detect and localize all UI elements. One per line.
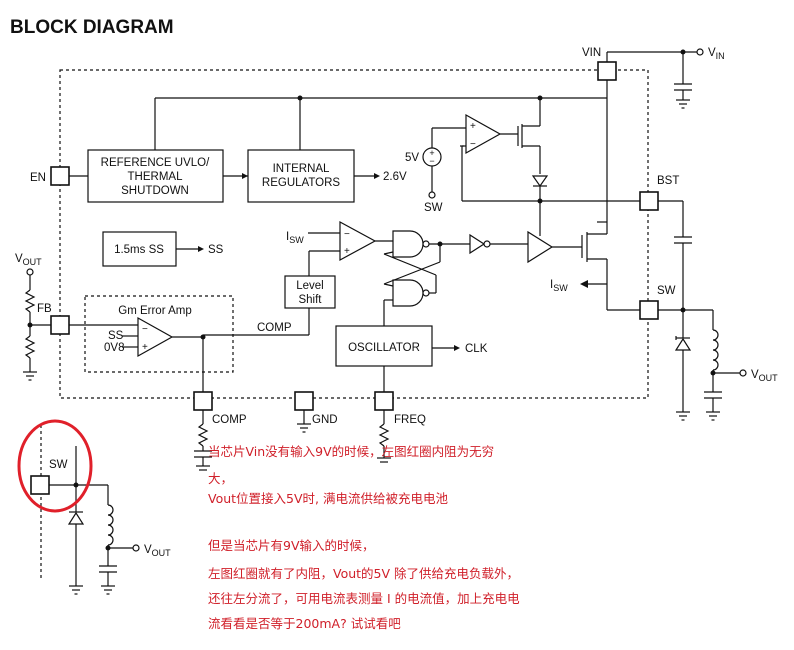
current-sense-comparator <box>339 220 377 262</box>
feedback-section: VOUT FB Gm Error Amp − + SS 0V8 COMP <box>15 253 309 392</box>
vin-terminal <box>696 48 704 56</box>
feedback-resistor-bottom <box>24 335 36 359</box>
svg-text:+: + <box>470 121 476 132</box>
oscillator-block <box>335 325 433 367</box>
ref-0v8-label: 0V8 <box>104 342 124 354</box>
vin-rail-label: VIN <box>708 47 725 61</box>
svg-text:THERMAL: THERMAL <box>128 171 184 183</box>
svg-text:REFERENCE UVLO/: REFERENCE UVLO/ <box>101 157 210 169</box>
annotation-line-7: 流看看是否等于200mA? 试试看吧 <box>208 616 401 631</box>
nand-gate-bottom <box>392 279 424 307</box>
vin-pin-label: VIN <box>582 47 601 59</box>
comp-pin <box>193 391 213 411</box>
annotation-line-1: 当芯片Vin没有输入9V的时候，左图红圈内阻为无穷 <box>208 444 494 459</box>
vout-terminal <box>739 369 747 377</box>
freq-pin-label: FREQ <box>394 414 426 426</box>
annotation-line-6: 还往左分流了，可用电流表测量 I 的电流值，加上充电电 <box>208 591 520 606</box>
svg-text:−: − <box>470 139 476 150</box>
inset-sw-pin <box>30 475 50 495</box>
inset-vout-label: VOUT <box>144 544 171 558</box>
reference-uvlo-block <box>87 149 224 203</box>
sw-pin-label: SW <box>657 285 676 297</box>
gnd-pin <box>294 391 314 411</box>
soft-start-section: 1.5ms SS SS <box>102 231 224 267</box>
internal-regulators-block <box>247 149 355 203</box>
enable-section: EN REFERENCE UVLO/ THERMAL SHUTDOWN INTE… <box>30 149 407 203</box>
bottom-pins: COMP GND FREQ <box>193 391 426 471</box>
vin-pin <box>597 61 617 81</box>
error-amplifier <box>137 316 174 358</box>
comp-net-label: COMP <box>257 322 292 334</box>
annotation-line-5: 左图红圈就有了内阻，Vout的5V 除了供给充电负载外， <box>208 566 519 581</box>
soft-start-block <box>102 231 177 267</box>
nand-gate-top <box>392 230 424 258</box>
vout-fb-label: VOUT <box>15 253 42 267</box>
en-pin <box>50 166 70 186</box>
svg-text:INTERNAL: INTERNAL <box>273 163 330 175</box>
sw-pin <box>639 300 659 320</box>
svg-text:−: − <box>344 229 350 240</box>
regulator-output-label: 2.6V <box>383 171 407 183</box>
level-shift-block <box>284 275 336 309</box>
inset-sw-label: SW <box>49 459 68 471</box>
bst-section: BST <box>639 175 692 310</box>
bootstrap-diode <box>531 175 549 188</box>
power-switch-section: ISW <box>550 221 640 311</box>
svg-text:+: + <box>429 148 434 158</box>
sr-latch-section <box>383 230 582 326</box>
svg-text:+: + <box>344 246 350 257</box>
gate-driver <box>527 230 554 264</box>
annotation-line-2: 大， <box>208 471 233 486</box>
annotation-text: 当芯片Vin没有输入9V的时候，左图红圈内阻为无穷 大， Vout位置接入5V时… <box>208 444 520 631</box>
svg-text:Gm Error Amp: Gm Error Amp <box>118 305 191 317</box>
vout-label: VOUT <box>751 369 778 383</box>
freq-resistor <box>378 423 390 447</box>
annotation-line-4: 但是当芯片有9V输入的时候， <box>208 538 375 553</box>
inset-detail: SW VOUT <box>17 419 171 595</box>
output-section: SW VOUT <box>639 285 778 421</box>
comp-resistor <box>197 423 209 447</box>
svg-text:Level: Level <box>296 280 324 292</box>
svg-text:1.5ms SS: 1.5ms SS <box>114 244 164 256</box>
fb-pin <box>50 315 70 335</box>
ldo-sw-label: SW <box>424 202 443 214</box>
svg-text:+: + <box>142 342 148 353</box>
en-pin-label: EN <box>30 172 46 184</box>
vin-section: VIN VIN <box>154 47 725 222</box>
gate-driver-section: + − 5V SW + − <box>405 113 640 236</box>
inset-inductor <box>107 504 114 546</box>
error-amp-box <box>84 295 234 373</box>
svg-text:−: − <box>142 324 148 335</box>
isw-input-label: ISW <box>286 231 304 245</box>
svg-text:Shift: Shift <box>298 294 322 306</box>
red-highlight-circle <box>17 419 93 513</box>
bst-pin-label: BST <box>657 175 679 187</box>
buffer-gate <box>469 233 486 255</box>
sw-node-terminal <box>428 191 436 199</box>
bst-pin <box>639 191 659 211</box>
comp-pin-label: COMP <box>212 414 247 426</box>
annotation-line-3: Vout位置接入5V时, 满电流供给被充电电池 <box>208 491 449 506</box>
current-sense-section: ISW − + Level Shift <box>284 220 393 335</box>
svg-text:−: − <box>429 156 434 166</box>
freq-pin <box>374 391 394 411</box>
ldo-opamp <box>465 113 502 155</box>
inset-vout-terminal <box>132 544 140 552</box>
svg-text:SHUTDOWN: SHUTDOWN <box>121 185 189 197</box>
fb-pin-label: FB <box>37 303 52 315</box>
ss-input-label: SS <box>108 330 124 342</box>
oscillator-section: OSCILLATOR CLK <box>335 325 488 392</box>
ldo-voltage-label: 5V <box>405 152 419 164</box>
clock-output-label: CLK <box>465 343 488 355</box>
feedback-resistor-top <box>24 289 36 313</box>
output-inductor <box>712 329 719 371</box>
gnd-pin-label: GND <box>312 414 338 426</box>
svg-text:REGULATORS: REGULATORS <box>262 177 341 189</box>
soft-start-output-label: SS <box>208 244 224 256</box>
chip-outline <box>59 69 649 399</box>
isw-output-label: ISW <box>550 279 568 293</box>
diagram-title: BLOCK DIAGRAM <box>10 17 174 38</box>
svg-text:OSCILLATOR: OSCILLATOR <box>348 342 420 354</box>
